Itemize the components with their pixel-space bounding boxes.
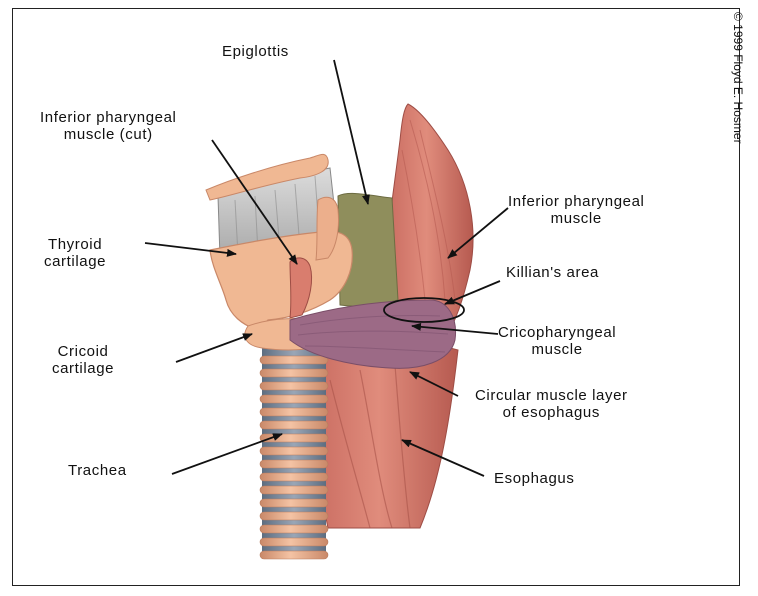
label-thyroid-line2: cartilage: [44, 253, 106, 270]
label-thyroid-cartilage: Thyroid cartilage: [44, 236, 106, 270]
label-cricoid-line1: Cricoid: [52, 343, 114, 360]
arrow-epiglottis: [334, 60, 368, 204]
label-inferior-muscle-line1: Inferior pharyngeal: [508, 193, 644, 210]
tracheal-ring: [260, 499, 328, 507]
tracheal-ring: [260, 395, 328, 403]
label-inferior-cut-line1: Inferior pharyngeal: [40, 109, 176, 126]
trachea-rings: [260, 348, 328, 559]
label-epiglottis: Epiglottis: [222, 43, 289, 60]
label-cricoid-line2: cartilage: [52, 360, 114, 377]
tracheal-ring: [260, 356, 328, 364]
tracheal-ring: [260, 538, 328, 546]
label-circular-muscle-layer: Circular muscle layer of esophagus: [475, 387, 628, 421]
label-thyroid-line1: Thyroid: [44, 236, 106, 253]
label-inferior-pharyngeal-muscle: Inferior pharyngeal muscle: [508, 193, 644, 227]
label-cricopharyngeal-muscle: Cricopharyngeal muscle: [498, 324, 616, 358]
tracheal-ring: [260, 408, 328, 416]
tracheal-ring: [260, 421, 328, 429]
tracheal-ring: [260, 512, 328, 520]
label-cricopharyngeal-line1: Cricopharyngeal: [498, 324, 616, 341]
label-cricopharyngeal-line2: muscle: [498, 341, 616, 358]
tracheal-ring: [260, 447, 328, 455]
label-inferior-cut-line2: muscle (cut): [40, 126, 176, 143]
copyright-credit: © 1999 Floyd E. Hosmer: [731, 12, 745, 144]
label-inferior-muscle-line2: muscle: [508, 210, 644, 227]
label-circular-line2: of esophagus: [475, 404, 628, 421]
label-trachea: Trachea: [68, 462, 127, 479]
tracheal-ring: [260, 369, 328, 377]
tracheal-ring: [260, 473, 328, 481]
tracheal-ring: [260, 486, 328, 494]
arrow-cricoid: [176, 334, 252, 362]
label-circular-line1: Circular muscle layer: [475, 387, 628, 404]
label-inferior-pharyngeal-cut: Inferior pharyngeal muscle (cut): [40, 109, 176, 143]
tracheal-ring: [260, 382, 328, 390]
tracheal-ring: [260, 460, 328, 468]
label-killians-area: Killian's area: [506, 264, 599, 281]
tracheal-ring: [260, 525, 328, 533]
label-cricoid-cartilage: Cricoid cartilage: [52, 343, 114, 377]
label-esophagus: Esophagus: [494, 470, 574, 487]
tracheal-ring: [260, 551, 328, 559]
